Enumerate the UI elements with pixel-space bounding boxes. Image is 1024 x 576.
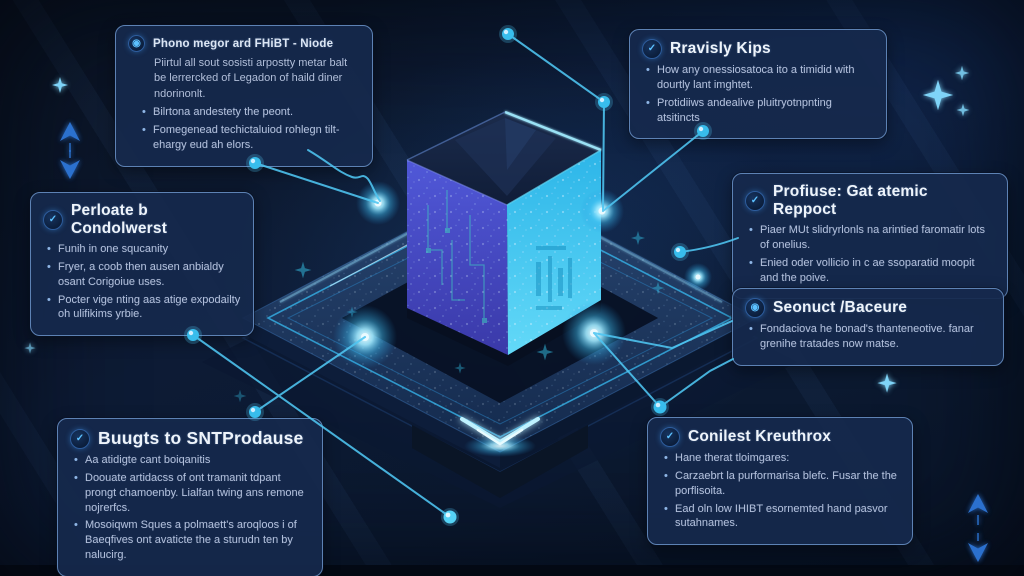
badge-glyph: ✓ [647, 43, 657, 54]
badge-check-icon: ✓ [642, 39, 662, 59]
callout-bullet: Bilrtona andestety the peont. [142, 105, 360, 120]
badge-glyph: ✓ [48, 214, 58, 225]
badge-dot-icon: ◉ [745, 298, 765, 318]
callout-top-right: ✓ Rravisly Kips How any onessiosatoca it… [629, 29, 887, 140]
callout-bullet: Aa atidigte cant boiqanitis [74, 453, 310, 468]
callout-bullet-list: Aa atidigte cant boiqanitis Doouate arti… [74, 453, 310, 563]
callout-title: Profiuse: Gat atemic Reppoct [773, 183, 928, 218]
badge-glyph: ✓ [750, 195, 760, 206]
callout-title: Buugts to SNTProdause [98, 428, 304, 448]
glow-node [580, 189, 624, 233]
callout-bullet: How any onessiosatoca ito a timidid with… [646, 63, 874, 93]
callout-title: Conilest Kreuthrox [688, 428, 832, 445]
callout-bullet: Fryer, a coob then ausen anbialdy osant … [47, 260, 241, 290]
badge-check-icon: ✓ [745, 191, 765, 211]
callout-bullet-list: Piaer MUt slidryrlonls na arintied farom… [749, 223, 995, 285]
callout-bullet-list: Funih in one squcanity Fryer, a coob the… [47, 242, 241, 322]
badge-check-icon: ✓ [70, 428, 90, 449]
callout-bullet: Funih in one squcanity [47, 242, 241, 257]
callout-paragraph: Piirtul all sout sosisti arpostty metar … [154, 57, 348, 100]
glyph-pattern [536, 246, 572, 310]
glow-node [684, 263, 712, 291]
callout-right-lower: ◉ Seonuct /Baceure Fondaciova he bonad's… [732, 288, 1004, 366]
badge-glyph: ✓ [75, 432, 85, 444]
callout-bullet-list: How any onessiosatoca ito a timidid with… [646, 63, 874, 125]
glow-node [562, 301, 626, 365]
callout-bullet-list: Fondaciova he bonad's thanteneotive. fan… [749, 322, 991, 352]
callout-bullet: Pocter vige nting aas atige expodailty o… [47, 293, 241, 323]
badge-check-icon: ✓ [43, 210, 63, 230]
callout-bullet-list: Hane therat tloimgares: Carzaebrt la pur… [664, 451, 900, 531]
callout-right-upper: ✓ Profiuse: Gat atemic Reppoct Piaer MUt… [732, 173, 1008, 300]
callout-bullet: Carzaebrt la purformarisa blefc. Fusar t… [664, 469, 900, 499]
circuit-pattern [426, 190, 487, 323]
glow-node [333, 305, 397, 369]
callout-title: Seonuct /Baceure [773, 299, 908, 316]
badge-glyph: ◉ [750, 302, 760, 313]
callout-bottom-right: ✓ Conilest Kreuthrox Hane therat tloimga… [647, 417, 913, 546]
badge-check-icon: ✓ [660, 427, 680, 447]
callout-bullet: Enied oder vollicio in c ae ssoparatid m… [749, 256, 995, 286]
callout-bullet: Ead oln low IHIBT esornemted hand pasvor… [664, 502, 900, 532]
callout-bullet: Mosoiqwm Sques a polmaett's aroqloos i o… [74, 518, 310, 563]
callout-title: Phono megor ard FHiBT - Niode [153, 37, 334, 50]
platform-front-glow [460, 417, 540, 457]
bottom-band [0, 565, 1024, 576]
callout-bullet-list: Bilrtona andestety the peont. Fomegenead… [142, 105, 360, 153]
callout-title: Rravisly Kips [670, 40, 771, 57]
badge-glyph: ✓ [665, 431, 675, 442]
callout-bullet: Doouate artidacss of ont tramanit tdpant… [74, 471, 310, 516]
callout-bullet: Piaer MUt slidryrlonls na arintied farom… [749, 223, 995, 253]
callout-bullet: Fomegenead techictaluiod rohlegn tilt-eh… [142, 123, 360, 153]
callout-title: Perloate b Condolwerst [71, 202, 168, 237]
callout-bullet: Hane therat tloimgares: [664, 451, 900, 466]
callout-bottom-left: ✓ Buugts to SNTProdause Aa atidigte cant… [57, 418, 323, 576]
callout-bullet: Fondaciova he bonad's thanteneotive. fan… [749, 322, 991, 352]
badge-glyph: ◉ [132, 37, 141, 49]
badge-dot-icon: ◉ [128, 35, 145, 52]
callout-bullet: Protidiiws andealive pluitryotnpnting at… [646, 96, 874, 126]
callout-top-left: ◉ Phono megor ard FHiBT - Niode Piirtul … [115, 25, 373, 167]
glow-node [356, 181, 400, 225]
callout-left-middle: ✓ Perloate b Condolwerst Funih in one sq… [30, 192, 254, 337]
